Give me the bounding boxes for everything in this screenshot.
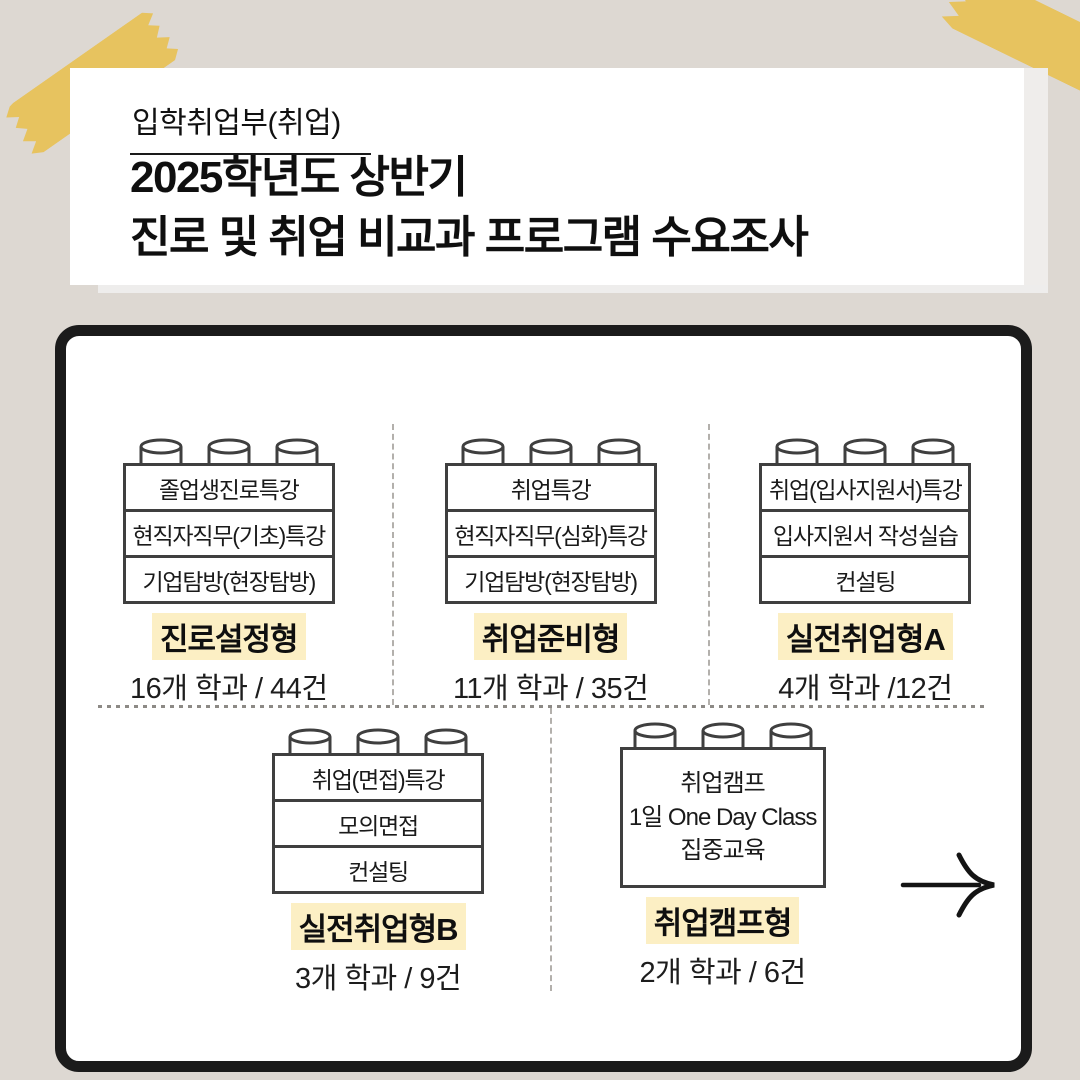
arrow-right-icon	[900, 852, 995, 918]
brick-studs	[287, 728, 469, 755]
header-card: 입학취업부(취업) 2025학년도 상반기 진로 및 취업 비교과 프로그램 수…	[70, 68, 1048, 293]
title-line-2: 진로 및 취업 비교과 프로그램 수요조사	[130, 213, 809, 263]
lego-stud-icon	[633, 722, 677, 749]
board-row-bottom: 취업(면접)특강 모의면접 컨설팅 실전취업형B 3개 학과 / 9건	[66, 708, 1021, 995]
program-block: 컨설팅	[759, 555, 972, 604]
lego-stud-icon	[529, 438, 573, 465]
lego-brick: 취업(입사지원서)특강 입사지원서 작성실습 컨설팅	[759, 463, 972, 604]
program-group-career-setting: 졸업생진로특강 현직자직무(기초)특강 기업탐방(현장탐방) 진로설정형 16개…	[66, 424, 394, 705]
program-stats: 3개 학과 / 9건	[294, 963, 462, 995]
program-group-job-camp: 취업캠프 1일 One Day Class 집중교육 취업캠프형 2개 학과 /…	[619, 708, 826, 991]
brick-studs	[460, 438, 642, 465]
brick-studs	[138, 438, 320, 465]
program-block: 모의면접	[272, 799, 485, 848]
program-stats: 4개 학과 /12건	[778, 673, 953, 705]
program-name: 취업캠프형	[645, 897, 800, 944]
lego-brick-camp: 취업캠프 1일 One Day Class 집중교육	[619, 747, 826, 888]
lego-stud-icon	[288, 728, 332, 755]
program-block: 졸업생진로특강	[122, 463, 335, 512]
program-block: 현직자직무(기초)특강	[122, 509, 335, 558]
lego-brick: 취업(면접)특강 모의면접 컨설팅	[272, 753, 485, 894]
dotted-divider	[98, 705, 989, 708]
bottom-right-cell: 취업캠프 1일 One Day Class 집중교육 취업캠프형 2개 학과 /…	[550, 708, 1021, 991]
department-label: 입학취업부(취업)	[130, 98, 371, 155]
program-block: 기업탐방(현장탐방)	[122, 555, 335, 604]
lego-stud-icon	[424, 728, 468, 755]
lego-brick: 졸업생진로특강 현직자직무(기초)특강 기업탐방(현장탐방)	[122, 463, 335, 604]
lego-stud-icon	[207, 438, 251, 465]
brick-studs	[632, 722, 814, 749]
lego-stud-icon	[911, 438, 955, 465]
lego-stud-icon	[597, 438, 641, 465]
brick-studs	[774, 438, 956, 465]
program-block: 취업(면접)특강	[272, 753, 485, 802]
program-stats: 16개 학과 / 44건	[130, 673, 328, 705]
program-group-practical-a: 취업(입사지원서)특강 입사지원서 작성실습 컨설팅 실전취업형A 4개 학과 …	[710, 424, 1021, 705]
program-block-line: 1일 One Day Class	[628, 803, 817, 831]
program-group-practical-b: 취업(면접)특강 모의면접 컨설팅 실전취업형B 3개 학과 / 9건	[272, 708, 485, 995]
program-block: 입사지원서 작성실습	[759, 509, 972, 558]
program-block: 기업탐방(현장탐방)	[444, 555, 657, 604]
program-group-job-preparation: 취업특강 현직자직무(심화)특강 기업탐방(현장탐방) 취업준비형 11개 학과…	[394, 424, 710, 705]
lego-stud-icon	[139, 438, 183, 465]
lego-stud-icon	[775, 438, 819, 465]
program-block-line: 취업캠프	[680, 770, 765, 798]
program-name: 진로설정형	[151, 613, 306, 660]
lego-brick: 취업특강 현직자직무(심화)특강 기업탐방(현장탐방)	[444, 463, 657, 604]
program-block: 취업특강	[444, 463, 657, 512]
lego-stud-icon	[701, 722, 745, 749]
lego-stud-icon	[843, 438, 887, 465]
lego-stud-icon	[275, 438, 319, 465]
lego-stud-icon	[356, 728, 400, 755]
program-block: 현직자직무(심화)특강	[444, 509, 657, 558]
board-row-top: 졸업생진로특강 현직자직무(기초)특강 기업탐방(현장탐방) 진로설정형 16개…	[66, 424, 1021, 705]
program-block-line: 집중교육	[680, 837, 765, 865]
program-block: 취업(입사지원서)특강	[759, 463, 972, 512]
program-name: 실전취업형B	[290, 903, 466, 950]
program-board: 졸업생진로특강 현직자직무(기초)특강 기업탐방(현장탐방) 진로설정형 16개…	[55, 325, 1032, 1072]
program-name: 실전취업형A	[777, 613, 953, 660]
lego-stud-icon	[769, 722, 813, 749]
page-title: 2025학년도 상반기 진로 및 취업 비교과 프로그램 수요조사	[130, 148, 809, 269]
program-name: 취업준비형	[473, 613, 628, 660]
program-stats: 2개 학과 / 6건	[639, 957, 806, 989]
program-stats: 11개 학과 / 35건	[452, 673, 649, 705]
title-line-1: 2025학년도 상반기	[130, 153, 468, 202]
lego-stud-icon	[461, 438, 505, 465]
bottom-left-cell: 취업(면접)특강 모의면접 컨설팅 실전취업형B 3개 학과 / 9건	[66, 708, 550, 995]
program-block: 컨설팅	[272, 845, 485, 894]
